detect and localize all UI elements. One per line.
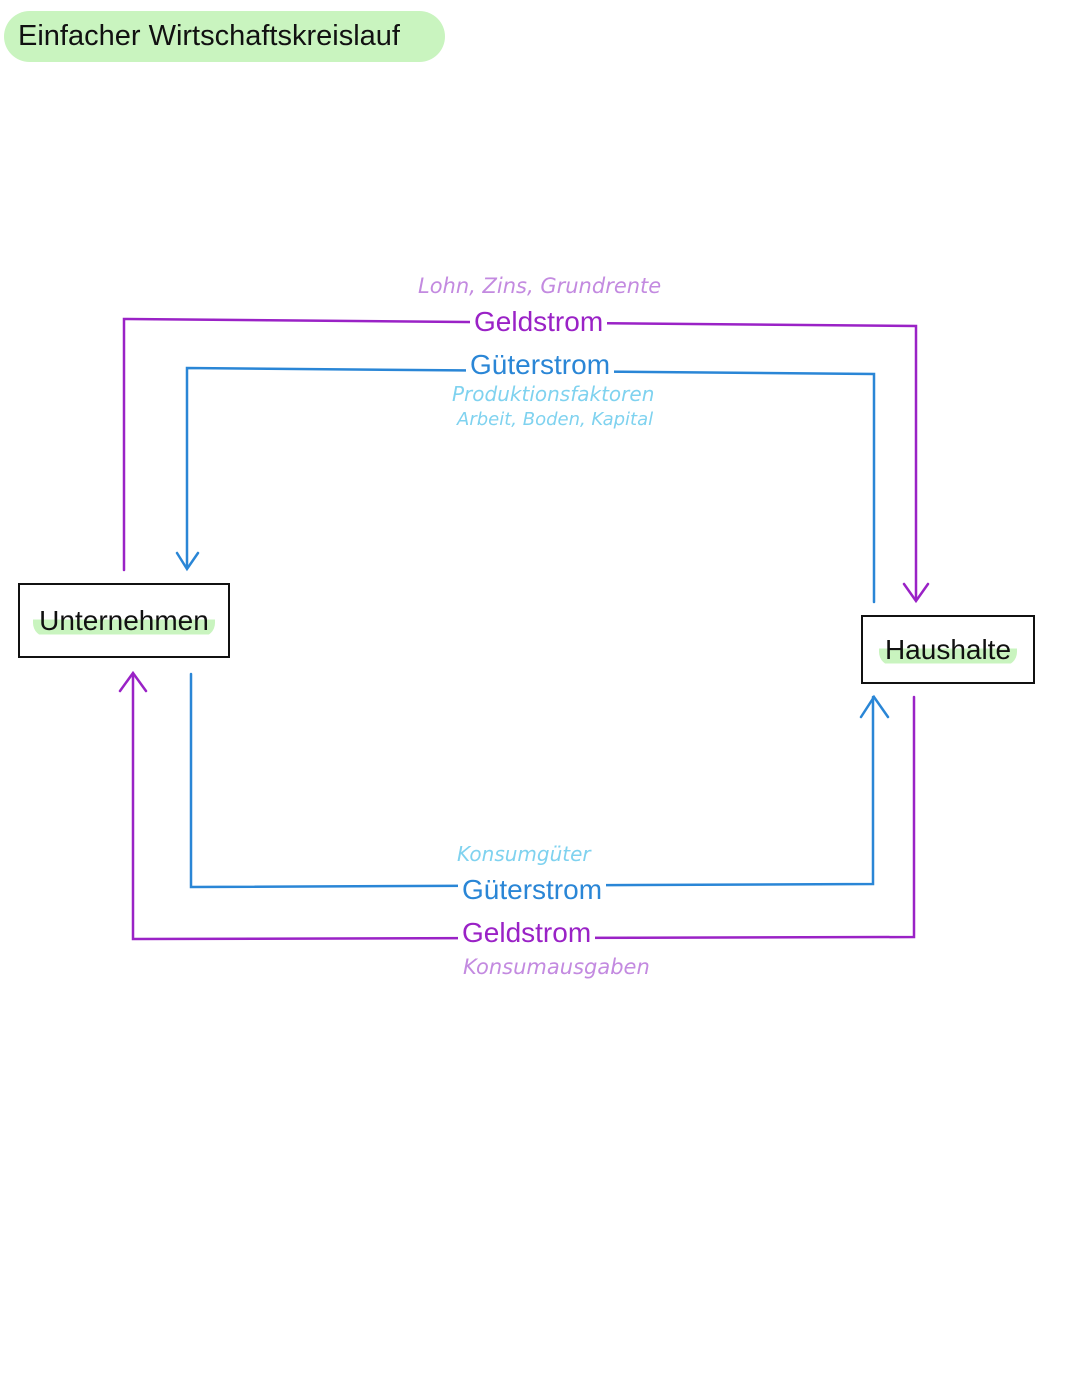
node-haushalte-label: Haushalte (878, 633, 1018, 666)
top-goods-note-1: Produktionsfaktoren (452, 382, 655, 406)
top-money-arrowhead (902, 582, 930, 604)
bottom-goods-note: Konsumgüter (457, 842, 591, 866)
top-goods-arrowhead (175, 551, 200, 572)
node-unternehmen: Unternehmen (18, 583, 230, 658)
bottom-money-label: Geldstrom (458, 917, 596, 949)
bottom-goods-arrowhead (859, 694, 890, 719)
bottom-goods-label: Güterstrom (458, 874, 607, 906)
bottom-money-arrowhead (118, 670, 148, 693)
node-haushalte: Haushalte (861, 615, 1035, 684)
bottom-money-note: Konsumausgaben (463, 955, 650, 979)
node-unternehmen-label: Unternehmen (33, 604, 215, 637)
diagram-title: Einfacher Wirtschaftskreislauf (4, 11, 445, 62)
top-money-label: Geldstrom (470, 306, 608, 338)
top-money-note: Lohn, Zins, Grundrente (418, 274, 662, 298)
top-goods-note-2: Arbeit, Boden, Kapital (457, 409, 654, 430)
top-goods-label: Güterstrom (466, 349, 615, 381)
